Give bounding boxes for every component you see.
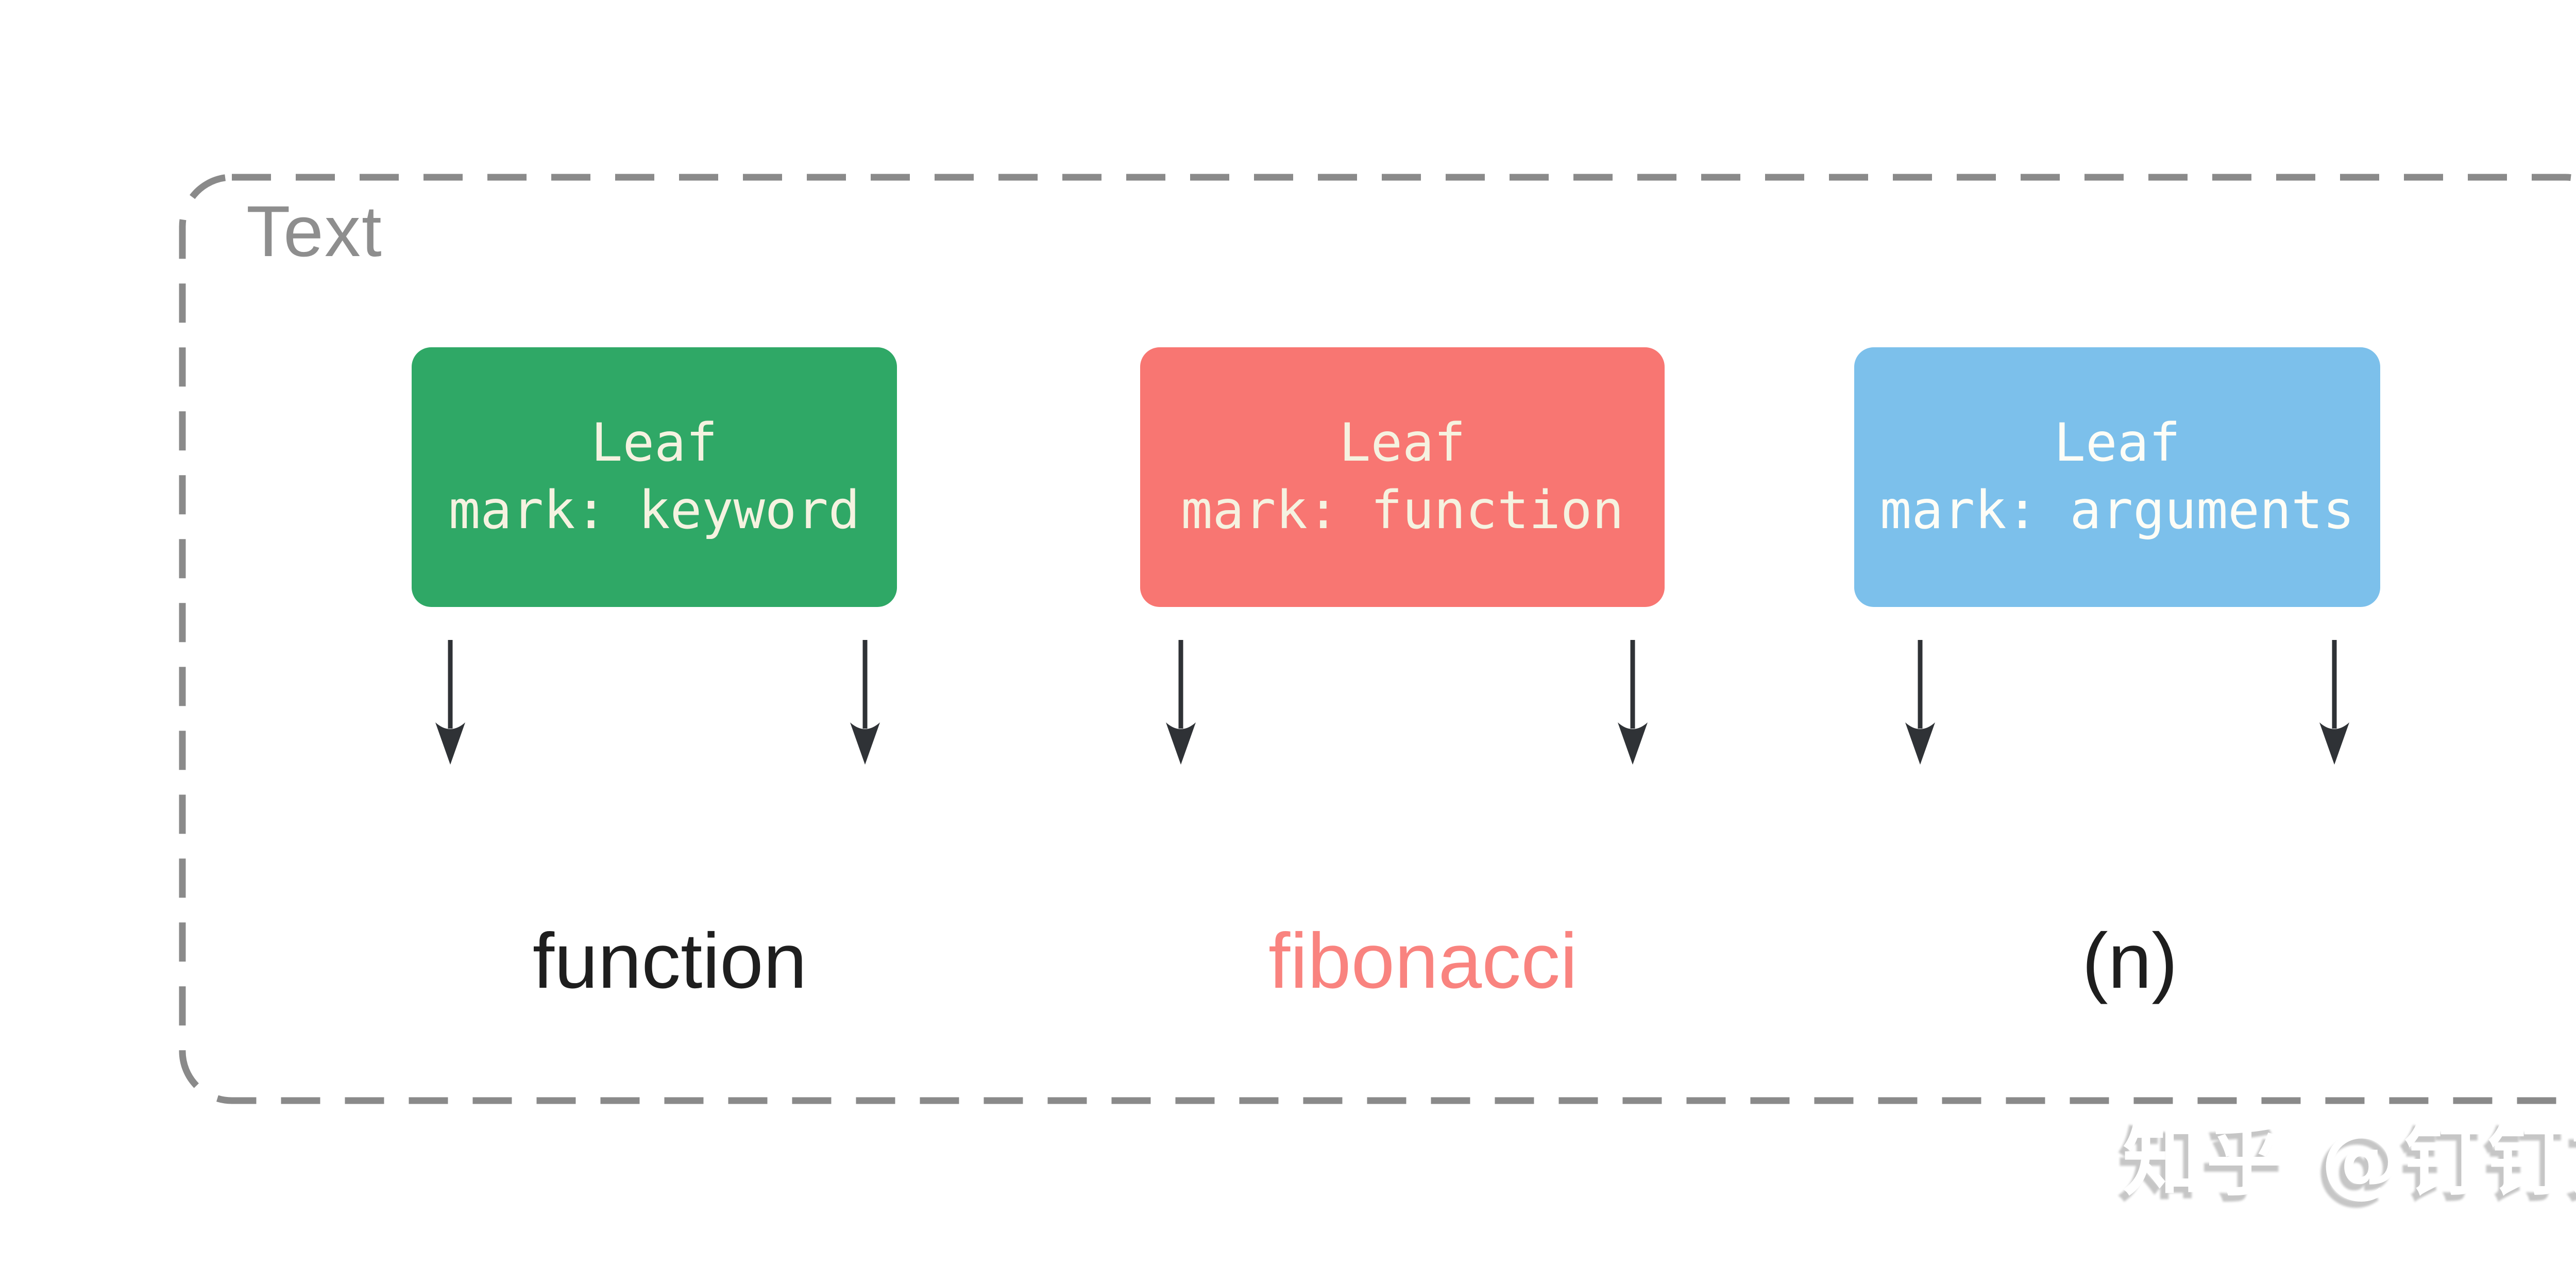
text-container-border: [179, 174, 2576, 1104]
leaf-title: Leaf: [2054, 412, 2181, 474]
text-container-label: Text: [246, 191, 383, 272]
leaf-title: Leaf: [1339, 412, 1466, 474]
leaf-mark-label: mark: keyword: [448, 480, 860, 541]
leaf-mark-label: mark: arguments: [1879, 480, 2355, 541]
token-function: function: [532, 917, 807, 1005]
down-arrow-icon: [1166, 640, 1196, 765]
leaf-node-arguments: Leaf mark: arguments: [1854, 347, 2380, 607]
leaf-node-keyword: Leaf mark: keyword: [412, 347, 897, 607]
down-arrow-icon: [2319, 640, 2349, 765]
leaf-title: Leaf: [591, 412, 718, 474]
down-arrow-icon: [850, 640, 880, 765]
down-arrow-icon: [1618, 640, 1648, 765]
watermark-zhihu-dingtalk: 知乎 @钉钉文档: [2123, 1113, 2576, 1207]
down-arrow-icon: [1905, 640, 1935, 765]
token-arguments: (n): [2082, 917, 2178, 1005]
leaf-node-function: Leaf mark: function: [1140, 347, 1665, 607]
leaf-mark-label: mark: function: [1181, 480, 1624, 541]
token-fibonacci: fibonacci: [1268, 917, 1578, 1005]
down-arrow-icon: [435, 640, 465, 765]
